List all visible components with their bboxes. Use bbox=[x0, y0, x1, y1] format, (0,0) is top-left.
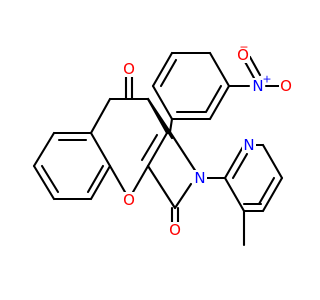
bond-pyr-4 bbox=[261, 176, 284, 213]
nitro-plus-charge: + bbox=[262, 73, 271, 86]
bond-pyran-4 bbox=[146, 131, 169, 168]
bond-nitro-o-top-2 bbox=[248, 55, 262, 77]
bond-pyr-6 bbox=[223, 176, 246, 213]
bond-pyr-3 bbox=[261, 143, 284, 180]
bond-benzo-inner-3 bbox=[86, 164, 105, 194]
atom-n-nitro-label: N bbox=[252, 77, 263, 95]
atom-o-nitro-right: O bbox=[279, 77, 293, 95]
atom-o-ketone-bottom-label: O bbox=[169, 221, 181, 239]
bond-aryl-inner-2 bbox=[204, 84, 223, 114]
bond-aryl-inner-1 bbox=[159, 58, 178, 88]
atom-o-chromene: O bbox=[122, 191, 136, 209]
nitro-minus-charge: − bbox=[239, 41, 248, 54]
atom-n-pyridine: N bbox=[242, 136, 256, 154]
bond-aryl-1 bbox=[151, 84, 174, 121]
atom-o-nitro-right-label: O bbox=[280, 77, 292, 95]
bond-benzo-inner-2 bbox=[40, 164, 60, 194]
molecule-structure: O − N + O N O N O O bbox=[32, 41, 293, 247]
atom-n-lactam: N bbox=[193, 169, 207, 187]
bond-aryl-5 bbox=[208, 84, 231, 121]
atom-o-nitro-top-label: O bbox=[237, 46, 249, 64]
atom-n-nitro: N + bbox=[251, 73, 272, 95]
bond-c3-c3a bbox=[146, 164, 177, 210]
bond-pyr-inner-1 bbox=[231, 152, 249, 180]
bond-pyran-1 bbox=[89, 97, 112, 135]
bond-pyr-inner-2 bbox=[257, 176, 276, 206]
bond-benzo-2 bbox=[32, 164, 56, 201]
atom-n-lactam-label: N bbox=[194, 169, 205, 187]
bond-n-c3 bbox=[173, 182, 193, 210]
bond-c1-aryl bbox=[168, 117, 174, 134]
bond-pyran-double bbox=[140, 133, 159, 162]
bond-pyr-1 bbox=[223, 143, 246, 180]
bond-aryl-4 bbox=[208, 51, 231, 88]
bond-benzo-5 bbox=[89, 131, 112, 168]
atom-o-ketone-bottom: O bbox=[168, 221, 182, 239]
atom-o-nitro-top: O − bbox=[236, 41, 250, 64]
bond-aryl-2 bbox=[151, 51, 174, 88]
atom-o-ketone-top: O bbox=[122, 60, 136, 78]
atom-n-pyridine-label: N bbox=[243, 136, 254, 154]
bond-ring-c1-up bbox=[146, 97, 172, 134]
bond-benzo-1 bbox=[32, 131, 56, 168]
atom-o-chromene-label: O bbox=[123, 191, 135, 209]
atom-o-ketone-top-label: O bbox=[123, 60, 135, 78]
molecule-svg: O − N + O N O N O O bbox=[32, 41, 293, 247]
atom-layer: O − N + O N O N O O bbox=[122, 41, 293, 239]
bond-benzo-4 bbox=[89, 164, 112, 201]
